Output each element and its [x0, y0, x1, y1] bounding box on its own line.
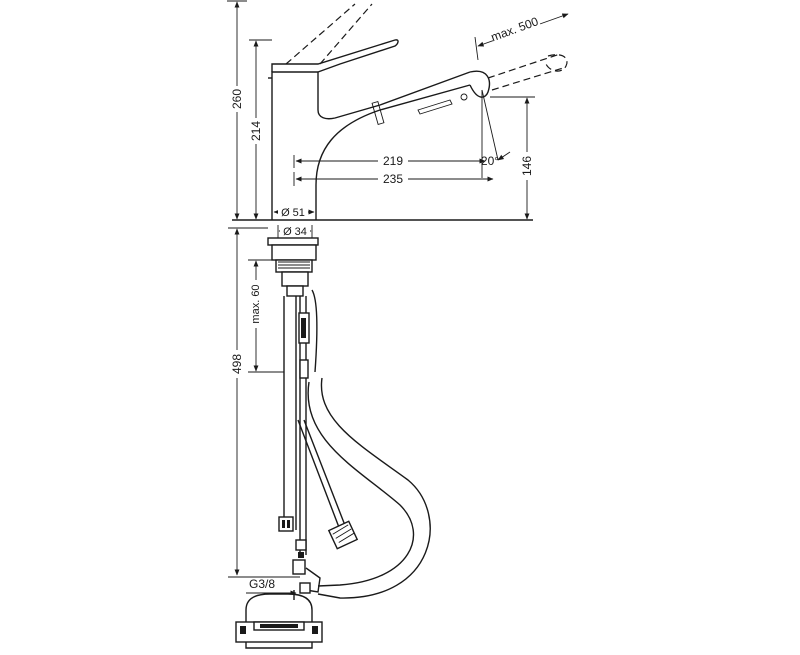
dim-connection: G3/8	[228, 576, 300, 596]
dim-base-diameter: Ø 51	[273, 205, 315, 219]
dim-hole-diameter: Ø 34	[277, 224, 313, 238]
dim-spout-height-label: 214	[249, 121, 263, 141]
dim-base-diameter-label: Ø 51	[281, 207, 305, 219]
hose-loop	[307, 289, 431, 599]
dim-below-length: 498	[228, 227, 268, 576]
dim-reach-235-label: 235	[383, 172, 403, 186]
dim-pullout-label: max. 500	[489, 14, 540, 44]
dim-angle: 20°	[481, 89, 511, 178]
hose-connector	[297, 419, 359, 550]
dim-max-thickness: max. 60	[248, 259, 284, 373]
supply-pipes	[278, 296, 310, 555]
mounting-assembly	[267, 237, 319, 297]
dim-reach-219-label: 219	[383, 154, 403, 168]
dim-reach-219: 219	[293, 154, 486, 168]
dim-max-thickness-label: max. 60	[250, 284, 262, 323]
connection-fittings	[292, 539, 321, 594]
dim-connection-label: G3/8	[249, 577, 275, 591]
lever-alt-position	[285, 3, 373, 65]
dim-hole-diameter-label: Ø 34	[283, 226, 307, 238]
dim-below-length-label: 498	[230, 354, 244, 374]
dim-total-height: 260	[227, 0, 247, 220]
dim-spout-height: 214	[249, 39, 272, 220]
dim-reach-235: 235	[293, 172, 494, 186]
junction-box	[235, 590, 323, 649]
dim-outlet-height: 146	[490, 96, 535, 220]
dim-total-height-label: 260	[230, 89, 244, 109]
mixer-body	[268, 39, 491, 220]
dim-pullout: max. 500	[474, 11, 569, 61]
spout-extended	[487, 53, 568, 91]
dim-outlet-height-label: 146	[520, 156, 534, 176]
dim-angle-label: 20°	[481, 154, 499, 168]
